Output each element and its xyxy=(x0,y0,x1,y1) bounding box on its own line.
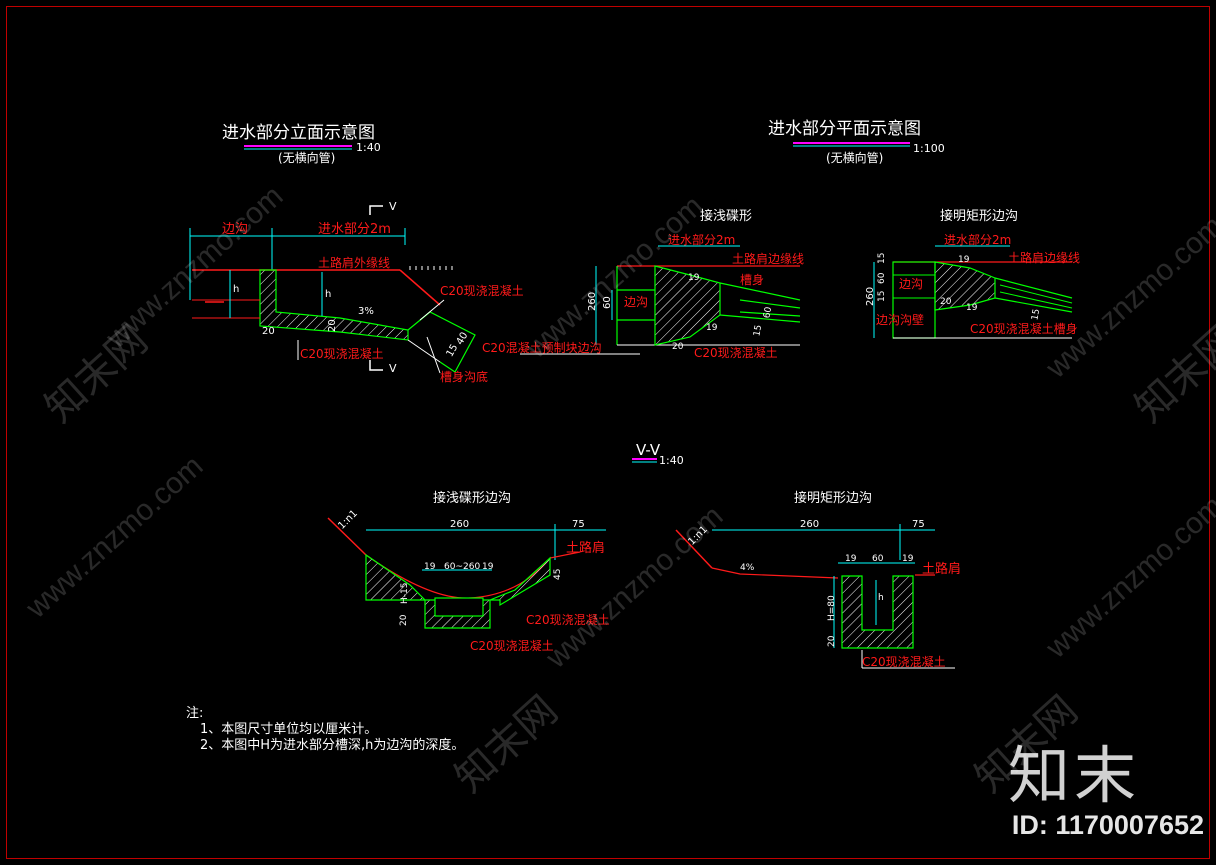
sec-a-75: 75 xyxy=(572,519,585,530)
plan-rect-drawing: 进水部分2m 土路肩边缘线 260 15 60 15 边沟 边沟沟壁 C20现浇… xyxy=(865,232,1080,339)
brand-logo-text: 知末 xyxy=(1007,739,1140,812)
section-title: V-V xyxy=(636,441,661,459)
elevation-drawing: 边沟 进水部分2m V V 土路肩外缘线 h h 20 20 3% 15 xyxy=(189,200,524,384)
sec-a-slope: 1:n1 xyxy=(336,508,360,532)
elev-trough-bottom: 槽身沟底 xyxy=(440,369,488,384)
elev-dim-15: 15 xyxy=(445,342,461,359)
elev-v-bottom: V xyxy=(389,362,397,375)
plan-b-15b: 15 xyxy=(877,291,887,302)
sec-b-h: h xyxy=(878,593,884,603)
elev-inlet-label: 进水部分2m xyxy=(318,222,391,237)
elev-v-top: V xyxy=(389,200,397,213)
sec-b-grade: 4% xyxy=(740,563,755,573)
sec-b-260: 260 xyxy=(800,519,819,530)
plan-b-side-ditch: 边沟 xyxy=(899,277,923,291)
plan-a-19a: 19 xyxy=(688,273,700,283)
notes: 注: 1、本图尺寸单位均以厘米计。 2、本图中H为进水部分槽深,h为边沟的深度。 xyxy=(186,706,464,753)
plan-b-shoulder: 土路肩边缘线 xyxy=(1008,250,1080,265)
plan-b-19b: 19 xyxy=(966,303,978,313)
section-shallow-title: 接浅碟形边沟 xyxy=(433,490,511,506)
section-rect-drawing: 1:n1 260 75 4% 土路肩 19 60 19 h H=80 20 C2… xyxy=(675,519,961,669)
plan-b-19a: 19 xyxy=(958,255,970,265)
elev-dim-20a: 20 xyxy=(262,326,275,337)
elevation-scale: 1:40 xyxy=(356,141,381,154)
plan-b-260: 260 xyxy=(865,287,876,306)
plan-a-inlet: 进水部分2m xyxy=(668,232,735,247)
sec-a-20: 20 xyxy=(399,614,409,626)
sec-b-h80: H=80 xyxy=(827,595,837,621)
sec-b-19b: 19 xyxy=(902,554,914,564)
plan-b-inlet: 进水部分2m xyxy=(944,232,1011,247)
plan-rect-title: 接明矩形边沟 xyxy=(940,208,1018,224)
sec-b-concrete: C20现浇混凝土 xyxy=(862,654,946,669)
sec-a-19a: 19 xyxy=(424,562,436,572)
sec-a-h15: H-15 xyxy=(400,583,410,604)
elev-side-ditch-label: 边沟 xyxy=(222,222,248,237)
elev-shoulder-line: 土路肩外缘线 xyxy=(318,255,390,270)
sec-a-19b: 19 xyxy=(482,562,494,572)
elev-concrete-top: C20现浇混凝土 xyxy=(440,283,524,298)
elev-slope: 3% xyxy=(358,306,374,317)
sec-b-75: 75 xyxy=(912,519,925,530)
sec-b-60: 60 xyxy=(872,554,884,564)
drawing-frame xyxy=(6,6,1210,859)
plan-b-15a: 15 xyxy=(877,253,887,264)
elev-h-a: h xyxy=(233,284,239,295)
plan-a-260: 260 xyxy=(587,292,598,311)
plan-shallow-title: 接浅碟形 xyxy=(700,208,752,224)
sec-b-20: 20 xyxy=(827,635,837,647)
notes-heading: 注: xyxy=(186,706,203,721)
plan-b-60: 60 xyxy=(877,272,887,284)
plan-a-19b: 19 xyxy=(706,323,718,333)
section-scale: 1:40 xyxy=(659,454,684,467)
plan-a-trough: 槽身 xyxy=(740,272,764,287)
plan-scale: 1:100 xyxy=(913,142,945,155)
sec-b-shoulder: 土路肩 xyxy=(922,561,961,577)
sec-a-260: 260 xyxy=(450,519,469,530)
plan-b-15c: 15 xyxy=(1030,308,1042,321)
plan-a-shoulder: 土路肩边缘线 xyxy=(732,251,804,266)
plan-b-concrete: C20现浇混凝土槽身 xyxy=(970,321,1078,336)
section-shallow-drawing: 1:n1 260 75 19 60~260 19 45 H-15 20 土路肩 … xyxy=(327,508,610,653)
plan-b-ditch-wall: 边沟沟壁 xyxy=(876,312,924,327)
note-line-1: 1、本图尺寸单位均以厘米计。 xyxy=(200,722,377,737)
plan-a-side-ditch: 边沟 xyxy=(624,295,648,309)
image-id: ID: 1170007652 xyxy=(1011,810,1204,840)
plan-a-precast: C20混凝土预制块边沟 xyxy=(482,340,602,355)
sec-b-19a: 19 xyxy=(845,554,857,564)
plan-title-block: 进水部分平面示意图 1:100 (无横向管) xyxy=(768,119,945,165)
plan-subtitle: (无横向管) xyxy=(826,150,883,165)
sec-a-concrete-b: C20现浇混凝土 xyxy=(470,638,554,653)
elev-h-b: h xyxy=(325,289,331,300)
note-line-2: 2、本图中H为进水部分槽深,h为边沟的深度。 xyxy=(200,737,464,753)
plan-a-60: 60 xyxy=(602,296,613,309)
elevation-subtitle: (无横向管) xyxy=(278,150,335,165)
plan-title: 进水部分平面示意图 xyxy=(768,119,921,139)
sec-a-45: 45 xyxy=(553,569,563,580)
elev-dim-40: 40 xyxy=(455,330,471,347)
plan-a-20: 20 xyxy=(672,342,684,352)
plan-shallow-drawing: 进水部分2m 土路肩边缘线 260 60 槽身 边沟 C20混凝土预制块边沟 C… xyxy=(482,232,804,360)
plan-a-concrete: C20现浇混凝土 xyxy=(694,345,778,360)
plan-a-15: 15 xyxy=(752,324,764,337)
elev-concrete-bottom: C20现浇混凝土 xyxy=(300,346,384,361)
plan-a-60b: 60 xyxy=(762,306,774,319)
section-rect-title: 接明矩形边沟 xyxy=(794,490,872,506)
sec-a-concrete-a: C20现浇混凝土 xyxy=(526,612,610,627)
elev-dim-20b: 20 xyxy=(327,319,338,332)
plan-b-20: 20 xyxy=(940,297,952,307)
elevation-title: 进水部分立面示意图 xyxy=(222,123,375,143)
sec-a-range: 60~260 xyxy=(444,562,480,572)
sec-a-shoulder: 土路肩 xyxy=(566,540,605,556)
section-title-block: V-V 1:40 xyxy=(632,441,684,467)
elevation-title-block: 进水部分立面示意图 1:40 (无横向管) xyxy=(222,123,381,165)
